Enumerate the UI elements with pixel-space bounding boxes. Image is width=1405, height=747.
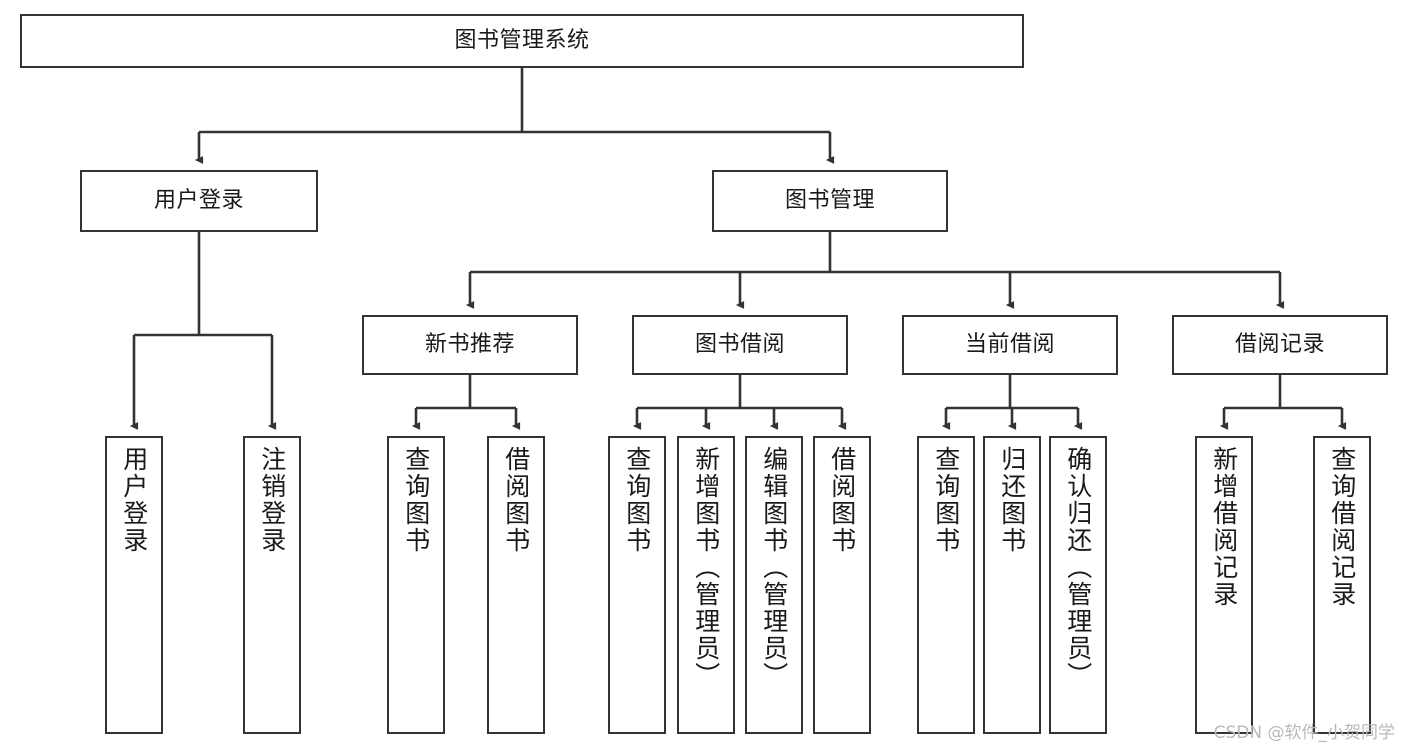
node-label: 查询图书 bbox=[931, 446, 961, 554]
node-label: 归还图书 bbox=[997, 446, 1027, 554]
node-label: 编辑图书（管理员） bbox=[759, 446, 789, 689]
node-borrow-record[interactable]: 借阅记录 bbox=[1172, 315, 1388, 375]
node-leaf-query-book-1[interactable]: 查询图书 bbox=[387, 436, 445, 734]
node-current-borrow[interactable]: 当前借阅 bbox=[902, 315, 1118, 375]
node-leaf-edit-book[interactable]: 编辑图书（管理员） bbox=[745, 436, 803, 734]
node-label: 图书借阅 bbox=[694, 331, 785, 357]
node-leaf-add-book[interactable]: 新增图书（管理员） bbox=[677, 436, 735, 734]
node-label: 借阅图书 bbox=[501, 446, 531, 554]
node-book-manage[interactable]: 图书管理 bbox=[712, 170, 948, 232]
node-label: 用户登录 bbox=[153, 187, 244, 213]
node-leaf-query-book-3[interactable]: 查询图书 bbox=[917, 436, 975, 734]
node-leaf-user-login[interactable]: 用户登录 bbox=[105, 436, 163, 734]
node-leaf-logout[interactable]: 注销登录 bbox=[243, 436, 301, 734]
node-leaf-borrow-book-2[interactable]: 借阅图书 bbox=[813, 436, 871, 734]
node-label: 新增图书（管理员） bbox=[691, 446, 721, 689]
node-label: 借阅记录 bbox=[1234, 331, 1325, 357]
node-label: 图书管理 bbox=[784, 187, 875, 213]
node-leaf-borrow-book-1[interactable]: 借阅图书 bbox=[487, 436, 545, 734]
node-label: 查询借阅记录 bbox=[1327, 446, 1357, 608]
node-root-system[interactable]: 图书管理系统 bbox=[20, 14, 1024, 68]
watermark-text: CSDN @软件_小贺同学 bbox=[1213, 723, 1395, 743]
node-label: 查询图书 bbox=[401, 446, 431, 554]
node-label: 确认归还（管理员） bbox=[1063, 446, 1093, 689]
node-user-login[interactable]: 用户登录 bbox=[80, 170, 318, 232]
node-leaf-return-book[interactable]: 归还图书 bbox=[983, 436, 1041, 734]
node-label: 新增借阅记录 bbox=[1209, 446, 1239, 608]
node-label: 图书管理系统 bbox=[454, 27, 590, 53]
node-leaf-add-record[interactable]: 新增借阅记录 bbox=[1195, 436, 1253, 734]
node-leaf-confirm-return[interactable]: 确认归还（管理员） bbox=[1049, 436, 1107, 734]
node-leaf-query-book-2[interactable]: 查询图书 bbox=[608, 436, 666, 734]
node-label: 查询图书 bbox=[622, 446, 652, 554]
node-label: 当前借阅 bbox=[964, 331, 1055, 357]
node-label: 注销登录 bbox=[257, 446, 287, 554]
node-book-borrow[interactable]: 图书借阅 bbox=[632, 315, 848, 375]
node-leaf-query-record[interactable]: 查询借阅记录 bbox=[1313, 436, 1371, 734]
node-label: 新书推荐 bbox=[424, 331, 515, 357]
node-new-book-rec[interactable]: 新书推荐 bbox=[362, 315, 578, 375]
node-label: 借阅图书 bbox=[827, 446, 857, 554]
node-label: 用户登录 bbox=[119, 446, 149, 554]
